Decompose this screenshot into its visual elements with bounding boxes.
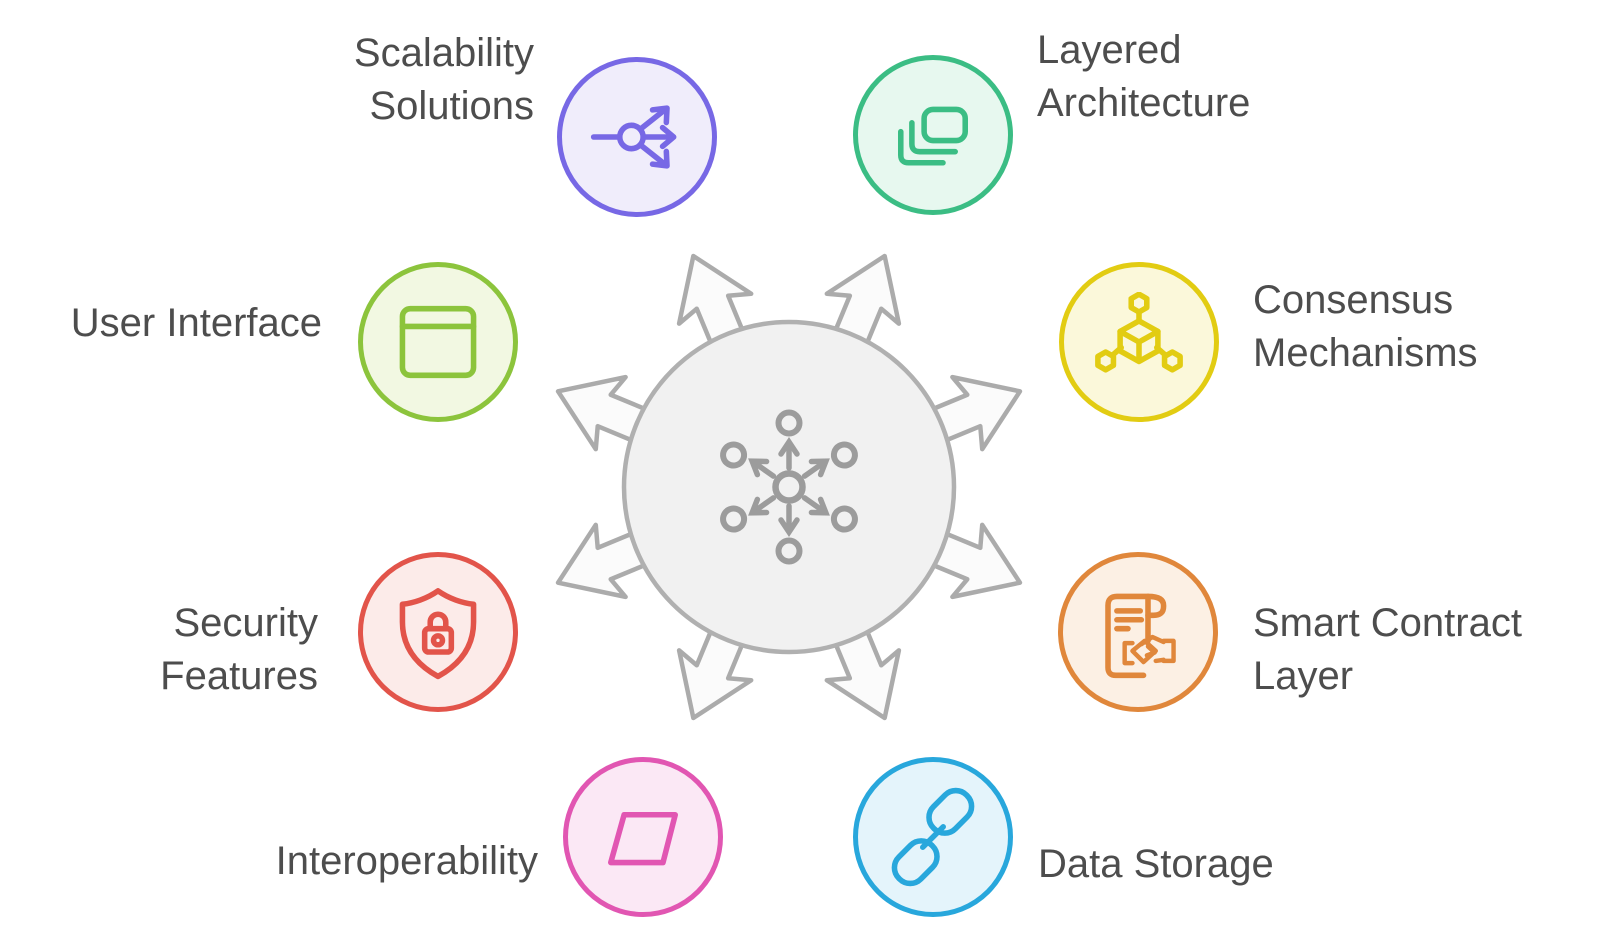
- node-label-scalability-solutions: Scalability Solutions: [353, 31, 534, 128]
- hub-circle: [621, 319, 957, 655]
- browser-window-icon: [399, 305, 477, 379]
- parallelogram-icon: [608, 812, 678, 866]
- cube-network-icon: [1095, 292, 1183, 373]
- node-label-consensus-mechanisms: Consensus Mechanisms: [1253, 278, 1478, 375]
- contract-handshake-icon: [1105, 593, 1176, 679]
- chain-link-icon: [891, 787, 975, 887]
- node-security-features: [358, 552, 518, 712]
- node-label-smart-contract-layer: Smart Contract Layer: [1253, 601, 1522, 698]
- node-layered-architecture: [853, 55, 1013, 215]
- central-hub: [555, 253, 1023, 721]
- node-label-security-features: Security Features: [160, 601, 318, 698]
- node-label-user-interface: User Interface: [70, 301, 322, 345]
- shield-lock-icon: [399, 588, 477, 680]
- share-icon: [590, 105, 677, 169]
- node-scalability-solutions: [557, 57, 717, 217]
- hub-network-icon: [720, 409, 858, 565]
- node-data-storage: [853, 757, 1013, 917]
- node-interoperability: [563, 757, 723, 917]
- node-user-interface: [358, 262, 518, 422]
- node-smart-contract-layer: [1058, 552, 1218, 712]
- node-consensus-mechanisms: [1059, 262, 1219, 422]
- layers-icon: [898, 106, 968, 166]
- node-label-layered-architecture: Layered Architecture: [1037, 28, 1251, 125]
- node-label-data-storage: Data Storage: [1038, 842, 1274, 886]
- node-label-interoperability: Interoperability: [275, 839, 538, 883]
